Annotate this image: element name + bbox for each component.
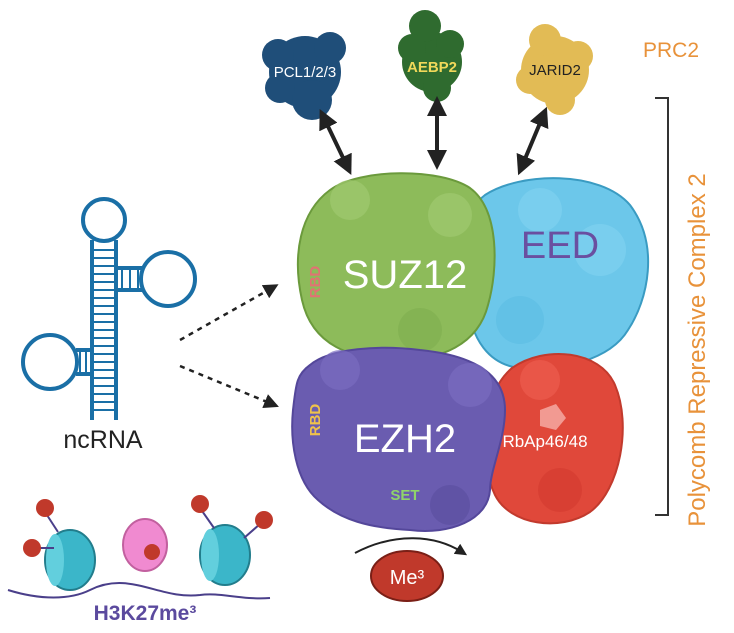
nucleosome-right [191,495,273,586]
prc2-full-label: Polycomb Repressive Complex 2 [684,173,711,526]
ezh2-label: EZH2 [354,417,456,461]
me3-badge: Me³ [370,550,444,602]
ncrna-label: ncRNA [63,426,143,454]
ezh2-set-label: SET [390,487,419,504]
suz12-subunit: SUZ12 RBD [296,172,496,362]
ncrna-ezh2-arrow [179,364,279,409]
suz12-rbd-label: RBD [307,266,324,299]
pcl-label: PCL1/2/3 [274,64,337,81]
eed-subunit: EED [464,177,650,370]
jarid2-label: JARID2 [529,62,581,79]
nucleosome-left [23,499,96,591]
methylation-arrow [354,537,468,556]
me3-badge-label: Me³ [390,567,425,589]
jarid2-protein: JARID2 [516,24,593,115]
pcl-protein: PCL1/2/3 [262,32,346,120]
chromatin [7,495,273,600]
aebp2-label: AEBP2 [407,59,457,76]
prc2-short-label: PRC2 [643,39,699,62]
pcl-suz12-arrow [319,108,352,176]
rbap-label: RbAp46/48 [502,432,587,451]
reader-protein [122,518,168,572]
aebp2-protein: AEBP2 [398,10,464,102]
jarid2-eed-arrow [516,106,549,176]
rbap-subunit: RbAp46/48 [483,352,628,525]
ncrna-structure [21,197,197,420]
ezh2-subunit: EZH2 RBD SET [291,346,507,532]
ncrna-suz12-arrow [179,284,279,342]
suz12-label: SUZ12 [343,253,468,297]
complex-bracket [655,97,669,516]
eed-label: EED [521,225,599,267]
histone-label: H3K27me³ [94,602,197,625]
ezh2-rbd-label: RBD [307,404,324,437]
